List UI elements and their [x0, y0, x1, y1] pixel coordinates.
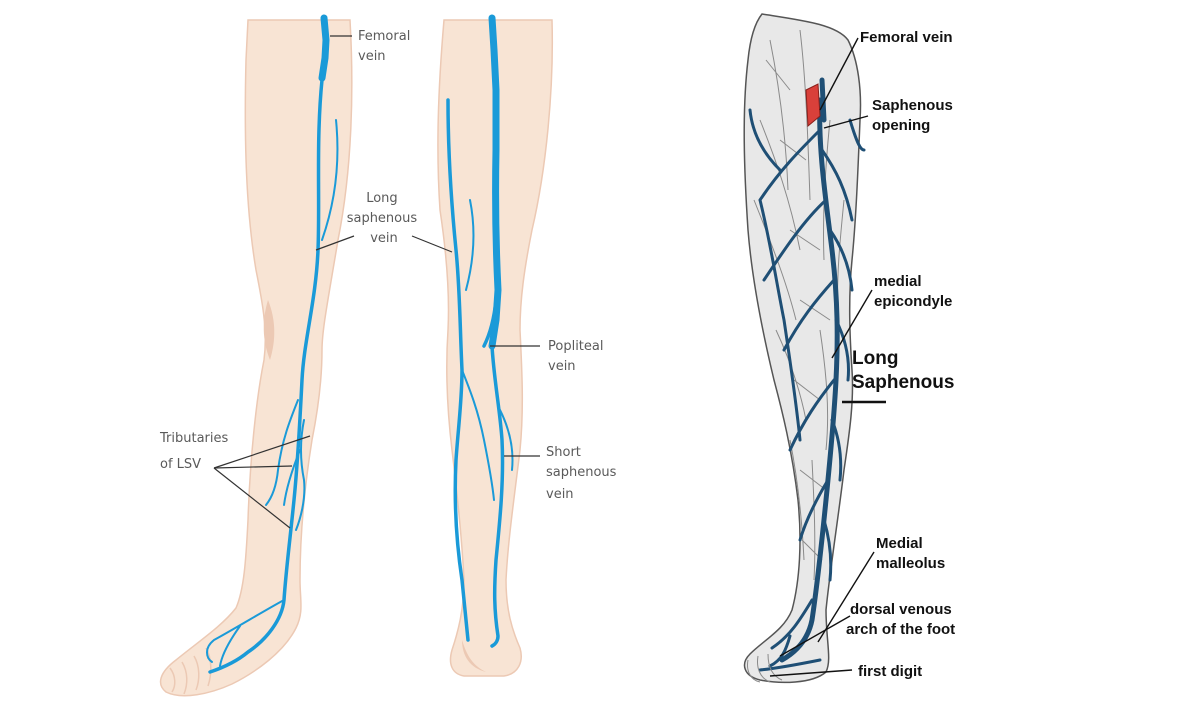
back-tributary-b	[499, 409, 514, 471]
engraved-toes	[747, 653, 783, 683]
lsv-label-line-2: saphenous	[347, 211, 418, 226]
tributary-3	[283, 449, 301, 506]
long-saphenous-vein-front	[208, 78, 324, 674]
engraved-leg-illustration	[743, 13, 866, 684]
tributaries-label-line-1: Tributaries	[159, 431, 228, 446]
back-tributary-a	[461, 369, 495, 501]
ssv-label-line-3: vein	[546, 487, 574, 502]
back-heel-shadow	[462, 640, 486, 672]
back-tributary-c	[465, 199, 475, 291]
femoral-artery	[805, 83, 821, 128]
femoral-label-line-2: vein	[358, 49, 386, 64]
tributary-2	[295, 419, 306, 531]
long-saphenous-vein-back	[446, 98, 470, 642]
medial-epicondyle-label: medial epicondyle	[874, 273, 952, 310]
back-leg-illustration	[437, 14, 554, 677]
femoral-vein-engraved	[819, 77, 827, 123]
medial-malleolus-line-2: malleolus	[876, 555, 945, 572]
front-knee-shadow	[263, 300, 275, 360]
medial-malleolus-leader	[817, 551, 875, 643]
popliteal-label-line-1: Popliteal	[548, 339, 603, 354]
ssv-label-line-2: saphenous	[546, 465, 617, 480]
medial-malleolus-label: Medial malleolus	[876, 535, 945, 572]
lsv-leader-front	[315, 235, 355, 251]
short-saphenous-label: Short saphenous vein	[546, 445, 621, 502]
ssv-label-line-1: Short	[546, 445, 581, 460]
left-labels: Femoral vein Long saphenous vein Poplite…	[159, 29, 621, 529]
femoral-label: Femoral vein	[358, 29, 414, 64]
right-labels: Femoral vein Saphenous opening medial ep…	[769, 29, 957, 680]
popliteal-vein-branch	[482, 298, 498, 348]
lsv-leader-back	[411, 235, 453, 253]
medial-epicondyle-line-2: epicondyle	[874, 293, 952, 310]
front-leg-illustration	[159, 14, 353, 697]
front-toes	[169, 647, 212, 695]
dorsal-arch-line-1: dorsal venous	[850, 601, 952, 618]
dorsal-arch-label: dorsal venous arch of the foot	[846, 601, 956, 638]
femoral-label-line-1: Femoral	[358, 29, 410, 44]
short-saphenous-vein	[490, 344, 505, 648]
tributary-leader-2	[213, 465, 293, 469]
long-saphenous-title-line-1: Long	[852, 348, 898, 369]
medial-epicondyle-leader	[831, 289, 873, 359]
long-saphenous-label: Long saphenous vein	[347, 191, 422, 246]
saphenous-opening-line-2: opening	[872, 117, 930, 134]
femoral-vein-back	[488, 14, 502, 350]
femoral-vein	[318, 14, 330, 82]
dorsal-arch-leader	[779, 615, 851, 657]
lsv-label-line-3: vein	[370, 231, 398, 246]
back-leg-silhouette	[437, 19, 554, 677]
medial-malleolus-line-1: Medial	[876, 535, 923, 552]
front-leg-silhouette	[159, 19, 353, 697]
foot-arch-front	[206, 599, 285, 667]
long-saphenous-title: Long Saphenous	[852, 348, 954, 393]
tributary-leader-3	[213, 467, 291, 529]
lsv-branch-upper	[321, 119, 339, 241]
first-digit-leader	[769, 669, 853, 677]
femoral-vein-leader	[819, 37, 859, 111]
saphenous-opening-leader	[823, 115, 869, 129]
popliteal-label-line-2: vein	[548, 359, 576, 374]
tributaries-label-line-2: of LSV	[160, 457, 201, 472]
tributary-leader-1	[213, 435, 311, 469]
saphenous-opening-label: Saphenous opening	[872, 97, 957, 134]
lsv-label-line-1: Long	[366, 191, 397, 206]
femoral-vein-label: Femoral vein	[860, 29, 953, 46]
engraved-leg-silhouette	[743, 13, 862, 684]
long-saphenous-vein-engraved	[779, 97, 840, 663]
tributaries-label: Tributaries of LSV	[159, 431, 232, 472]
popliteal-label: Popliteal vein	[548, 339, 608, 374]
dorsal-arch-line-2: arch of the foot	[846, 621, 955, 638]
first-digit-label: first digit	[858, 663, 922, 680]
medial-epicondyle-line-1: medial	[874, 273, 922, 290]
saphenous-opening-line-1: Saphenous	[872, 97, 953, 114]
tributary-1	[265, 399, 299, 506]
long-saphenous-title-line-2: Saphenous	[852, 372, 954, 393]
